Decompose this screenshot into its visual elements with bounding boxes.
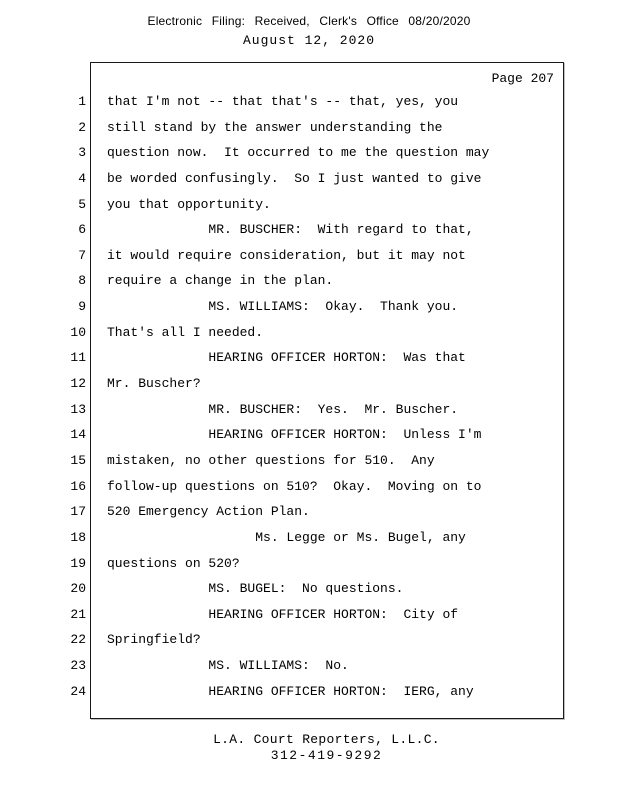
transcript-line: 21 HEARING OFFICER HORTON: City of: [0, 602, 618, 628]
line-text: HEARING OFFICER HORTON: IERG, any: [107, 683, 474, 699]
transcript-lines: 1 that I'm not -- that that's -- that, ye…: [0, 89, 618, 704]
transcript-line: 1 that I'm not -- that that's -- that, ye…: [0, 89, 618, 115]
line-text: HEARING OFFICER HORTON: Unless I'm: [107, 427, 482, 443]
transcript-line: 2 still stand by the answer understanding…: [0, 115, 618, 141]
line-text: MR. BUSCHER: With regard to that,: [107, 222, 474, 238]
line-number: 21: [70, 606, 86, 622]
line-number: 6: [78, 222, 86, 238]
line-text: MR. BUSCHER: Yes. Mr. Buscher.: [107, 401, 459, 417]
electronic-filing-stamp: Electronic Filing: Received, Clerk's Off…: [147, 14, 471, 28]
line-text: Mr. Buscher?: [107, 376, 201, 392]
transcript-line: 11 HEARING OFFICER HORTON: Was that: [0, 345, 618, 371]
line-number: 7: [78, 247, 86, 263]
transcript-line: 14 HEARING OFFICER HORTON: Unless I'm: [0, 422, 618, 448]
line-number: 8: [78, 273, 86, 289]
line-number: 18: [70, 529, 86, 545]
transcript-line: 3 question now. It occurred to me the que…: [0, 140, 618, 166]
line-number: 16: [70, 478, 86, 494]
transcript-line: 20 MS. BUGEL: No questions.: [0, 576, 618, 602]
line-text: that I'm not -- that that's -- that, yes…: [107, 94, 459, 109]
line-text: question now. It occurred to me the ques…: [107, 145, 490, 161]
line-number: 2: [78, 119, 86, 135]
line-text: questions on 520?: [107, 555, 240, 571]
line-text: still stand by the answer understanding …: [107, 119, 443, 135]
line-text: be worded confusingly. So I just wanted …: [107, 170, 482, 186]
line-text: mistaken, no other questions for 510. An…: [107, 452, 435, 468]
line-text: Springfield?: [107, 632, 201, 648]
hearing-date: August 12, 2020: [242, 33, 376, 48]
line-number: 17: [70, 504, 86, 520]
line-number: 23: [70, 658, 86, 674]
line-text: HEARING OFFICER HORTON: Was that: [107, 350, 466, 366]
transcript-line: 10 That's all I needed.: [0, 320, 618, 346]
line-number: 20: [70, 581, 86, 597]
transcript-line: 7 it would require consideration, but it …: [0, 243, 618, 269]
line-text: Ms. Legge or Ms. Bugel, any: [107, 529, 466, 545]
transcript-line: 16 follow-up questions on 510? Okay. Movi…: [0, 474, 618, 500]
line-number: 5: [78, 196, 86, 212]
line-number: 22: [70, 632, 86, 648]
line-number: 1: [78, 94, 86, 109]
page-number-label: Page 207: [491, 71, 554, 86]
line-text: it would require consideration, but it m…: [107, 247, 466, 263]
line-text: That's all I needed.: [107, 324, 264, 340]
transcript-line: 23 MS. WILLIAMS: No.: [0, 653, 618, 679]
line-text: require a change in the plan.: [107, 273, 334, 289]
transcript-line: 19 questions on 520?: [0, 551, 618, 577]
line-number: 10: [70, 324, 86, 340]
court-reporter-phone: 312-419-9292: [270, 748, 383, 763]
court-reporter-name: L.A. Court Reporters, L.L.C.: [213, 732, 440, 747]
transcript-line: 13 MR. BUSCHER: Yes. Mr. Buscher.: [0, 397, 618, 423]
transcript-line: 15 mistaken, no other questions for 510. …: [0, 448, 618, 474]
line-text: 520 Emergency Action Plan.: [107, 504, 310, 520]
line-text: MS. WILLIAMS: Okay. Thank you.: [107, 299, 459, 315]
line-number: 9: [78, 299, 86, 315]
line-number: 13: [70, 401, 86, 417]
transcript-line: 24 HEARING OFFICER HORTON: IERG, any: [0, 679, 618, 705]
line-text: you that opportunity.: [107, 196, 271, 212]
line-number: 3: [78, 145, 86, 161]
line-text: MS. WILLIAMS: No.: [107, 658, 349, 674]
line-text: MS. BUGEL: No questions.: [107, 581, 404, 597]
line-number: 24: [70, 683, 86, 699]
line-number: 14: [70, 427, 86, 443]
transcript-line: 18 Ms. Legge or Ms. Bugel, any: [0, 525, 618, 551]
transcript-line: 4 be worded confusingly. So I just wanted…: [0, 166, 618, 192]
transcript-line: 5 you that opportunity.: [0, 192, 618, 218]
transcript-line: 12 Mr. Buscher?: [0, 371, 618, 397]
line-number: 11: [70, 350, 86, 366]
transcript-border-box: Page 207: [90, 62, 564, 719]
transcript-line: 9 MS. WILLIAMS: Okay. Thank you.: [0, 294, 618, 320]
line-text: HEARING OFFICER HORTON: City of: [107, 606, 459, 622]
transcript-line: 6 MR. BUSCHER: With regard to that,: [0, 217, 618, 243]
line-number: 15: [70, 452, 86, 468]
line-number: 4: [78, 170, 86, 186]
transcript-line: 17 520 Emergency Action Plan.: [0, 499, 618, 525]
line-number: 19: [70, 555, 86, 571]
transcript-line: 22 Springfield?: [0, 627, 618, 653]
line-text: follow-up questions on 510? Okay. Moving…: [107, 478, 482, 494]
transcript-line: 8 require a change in the plan.: [0, 268, 618, 294]
line-number: 12: [70, 376, 86, 392]
